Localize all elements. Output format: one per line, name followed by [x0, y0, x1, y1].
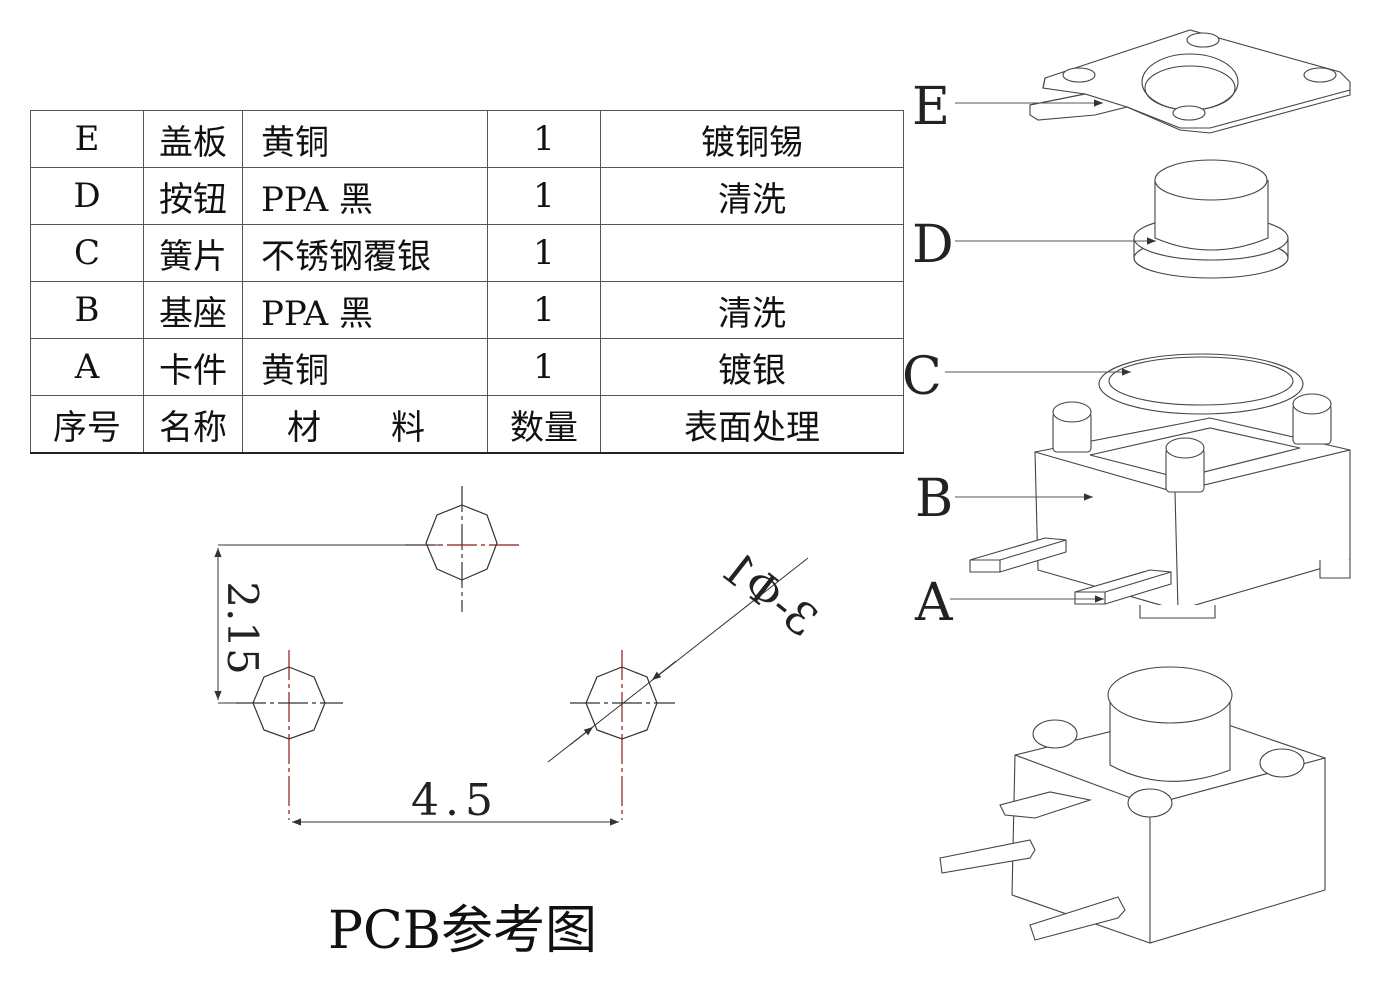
cell-finish: 清洗 — [600, 281, 904, 339]
table-row: A 卡件 黄铜 1 镀银 — [30, 338, 904, 396]
part-e-cover-plate — [1029, 29, 1351, 134]
cell-id: C — [30, 224, 144, 282]
dim-label-horizontal: 4.5 — [411, 775, 499, 826]
pcb-hole-top — [405, 486, 520, 612]
assembled-switch — [939, 666, 1326, 944]
cell-finish — [600, 224, 904, 282]
part-b-base — [1034, 393, 1351, 619]
cell-finish: 镀银 — [600, 338, 904, 396]
bom-table: E 盖板 黄铜 1 镀铜锡 D 按钮 PPA 黑 1 清洗 C 簧片 不锈钢覆银… — [30, 110, 904, 454]
cell-id: A — [30, 338, 144, 396]
cell-name: 基座 — [143, 281, 243, 339]
part-label-b: B — [915, 469, 953, 529]
pcb-hole-right — [570, 650, 675, 820]
part-a-terminals — [969, 537, 1172, 605]
part-label-c: C — [902, 347, 942, 407]
header-name: 名称 — [143, 395, 243, 454]
cell-qty: 1 — [487, 338, 601, 396]
label-leaders — [945, 99, 1156, 603]
cell-material: 黄铜 — [242, 338, 488, 396]
cell-name: 簧片 — [143, 224, 243, 282]
header-qty: 数量 — [487, 395, 601, 454]
cell-qty: 1 — [487, 224, 601, 282]
cell-name: 卡件 — [143, 338, 243, 396]
part-c-dome — [1098, 353, 1304, 415]
part-label-d: D — [912, 215, 954, 275]
cell-qty: 1 — [487, 281, 601, 339]
pcb-hole-left — [236, 650, 343, 820]
header-finish: 表面处理 — [600, 395, 904, 454]
cell-material: PPA 黑 — [242, 281, 488, 339]
cell-qty: 1 — [487, 167, 601, 225]
header-material: 材 料 — [242, 395, 488, 454]
part-d-button — [1133, 159, 1289, 279]
cell-id: D — [30, 167, 144, 225]
table-row: D 按钮 PPA 黑 1 清洗 — [30, 167, 904, 225]
cell-material: 黄铜 — [242, 110, 488, 168]
cell-material: 不锈钢覆银 — [242, 224, 488, 282]
cell-name: 按钮 — [143, 167, 243, 225]
table-row: C 簧片 不锈钢覆银 1 — [30, 224, 904, 282]
table-row: B 基座 PPA 黑 1 清洗 — [30, 281, 904, 339]
cell-id: E — [30, 110, 144, 168]
table-header-row: 序号 名称 材 料 数量 表面处理 — [30, 395, 904, 454]
part-label-a: A — [914, 573, 954, 633]
cell-id: B — [30, 281, 144, 339]
dim-label-vertical: 2.15 — [218, 581, 267, 675]
exploded-view — [939, 29, 1351, 944]
cell-name: 盖板 — [143, 110, 243, 168]
part-label-e: E — [912, 77, 950, 137]
dim-label-hole: 3-Φ1 — [711, 542, 827, 648]
pcb-drawing — [214, 486, 809, 826]
pcb-title: PCB参考图 — [328, 901, 597, 961]
